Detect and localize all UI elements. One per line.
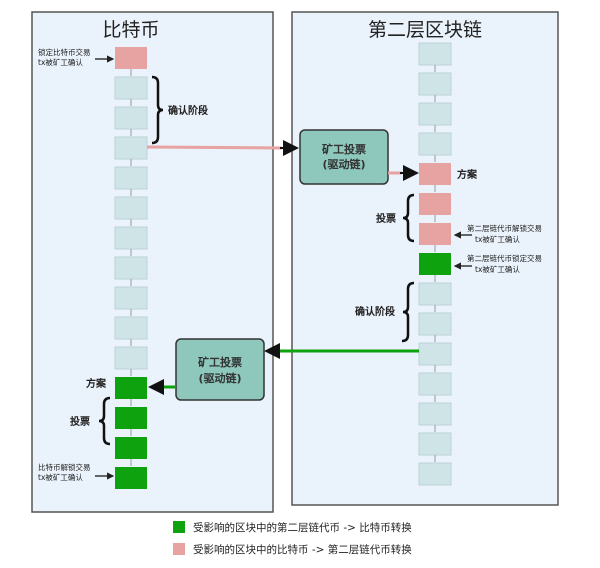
legend-label-pink: 受影响的区块中的比特币 -> 第二层链代币转换 [193,543,412,556]
confirm-brace [151,75,164,145]
unlock-note-line1: 比特币解锁交易 [38,462,91,472]
right-proposal-label: 方案 [457,168,478,181]
block-plain [114,196,148,220]
block-plain [418,342,452,366]
block-plain [418,72,452,96]
block-plain [114,136,148,160]
driver-bottom-line1: 矿工投票 [198,355,242,369]
right-unlock-note-line2: tx被矿工确认 [475,234,520,244]
block-plain [418,312,452,336]
block-plain [114,226,148,250]
block-green [419,253,451,275]
legend-swatch-pink [173,543,185,555]
block-pink [419,223,451,245]
lock-note-line2: tx被矿工确认 [38,57,83,67]
legend-swatch-green [173,521,185,533]
bitcoin-title: 比特币 [102,19,159,41]
block-plain [418,402,452,426]
block-pink [419,193,451,215]
right-lock-note-line2: tx被矿工确认 [475,264,520,274]
driver-top-line1: 矿工投票 [322,142,366,156]
legend-label-green: 受影响的区块中的第二层链代币 -> 比特币转换 [193,521,412,534]
left-proposal-label: 方案 [86,377,107,390]
sidechain-chain [418,42,452,486]
lock-note-line1: 锁定比特币交易 [38,47,91,57]
left-vote-label: 投票 [70,415,90,428]
block-plain [418,462,452,486]
driver-box-top [299,129,389,185]
block-plain [418,42,452,66]
block-plain [418,282,452,306]
left-confirm-label: 确认阶段 [168,104,208,117]
block-plain [114,286,148,310]
block-plain [114,256,148,280]
block-plain [114,316,148,340]
block-plain [114,76,148,100]
block-green [115,377,147,399]
unlock-note-line2: tx被矿工确认 [38,472,83,482]
sidechain-title: 第二层区块链 [368,19,482,41]
right-confirm-label: 确认阶段 [355,305,395,318]
block-plain [418,132,452,156]
bitcoin-panel [31,11,274,513]
block-green [115,437,147,459]
bitcoin-chain [114,47,148,489]
block-plain [114,166,148,190]
block-plain [114,106,148,130]
right-vote-label: 投票 [376,212,396,225]
block-plain [418,102,452,126]
block-plain [418,432,452,456]
driver-top-line2: (驱动链) [322,157,365,171]
block-pink [419,163,451,185]
right-lock-note-line1: 第二层链代币锁定交易 [467,253,542,263]
driver-box-bottom [175,338,265,401]
block-pink [115,47,147,69]
block-plain [114,346,148,370]
block-green [115,407,147,429]
driver-bottom-line2: (驱动链) [198,371,241,385]
block-green [115,467,147,489]
block-plain [418,372,452,396]
vote-brace [98,396,111,446]
right-unlock-note-line1: 第二层链代币解锁交易 [467,223,542,233]
